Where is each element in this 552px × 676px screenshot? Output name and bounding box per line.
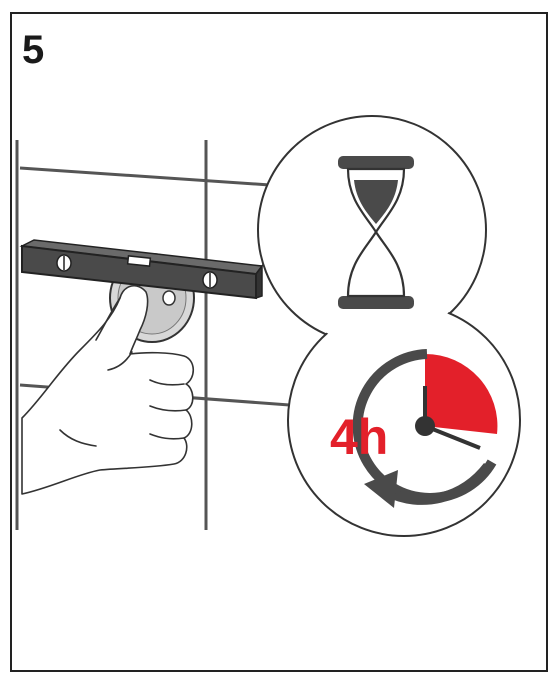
info-bubbles xyxy=(257,115,521,537)
thumb-press-icon xyxy=(21,285,195,495)
timer-highlight-wedge xyxy=(425,353,498,434)
clock-timer-icon xyxy=(352,349,498,508)
duration-label: 4h xyxy=(330,409,388,465)
step-number: 5 xyxy=(22,28,45,72)
spirit-level-icon xyxy=(19,239,264,300)
hourglass-icon xyxy=(338,156,414,309)
